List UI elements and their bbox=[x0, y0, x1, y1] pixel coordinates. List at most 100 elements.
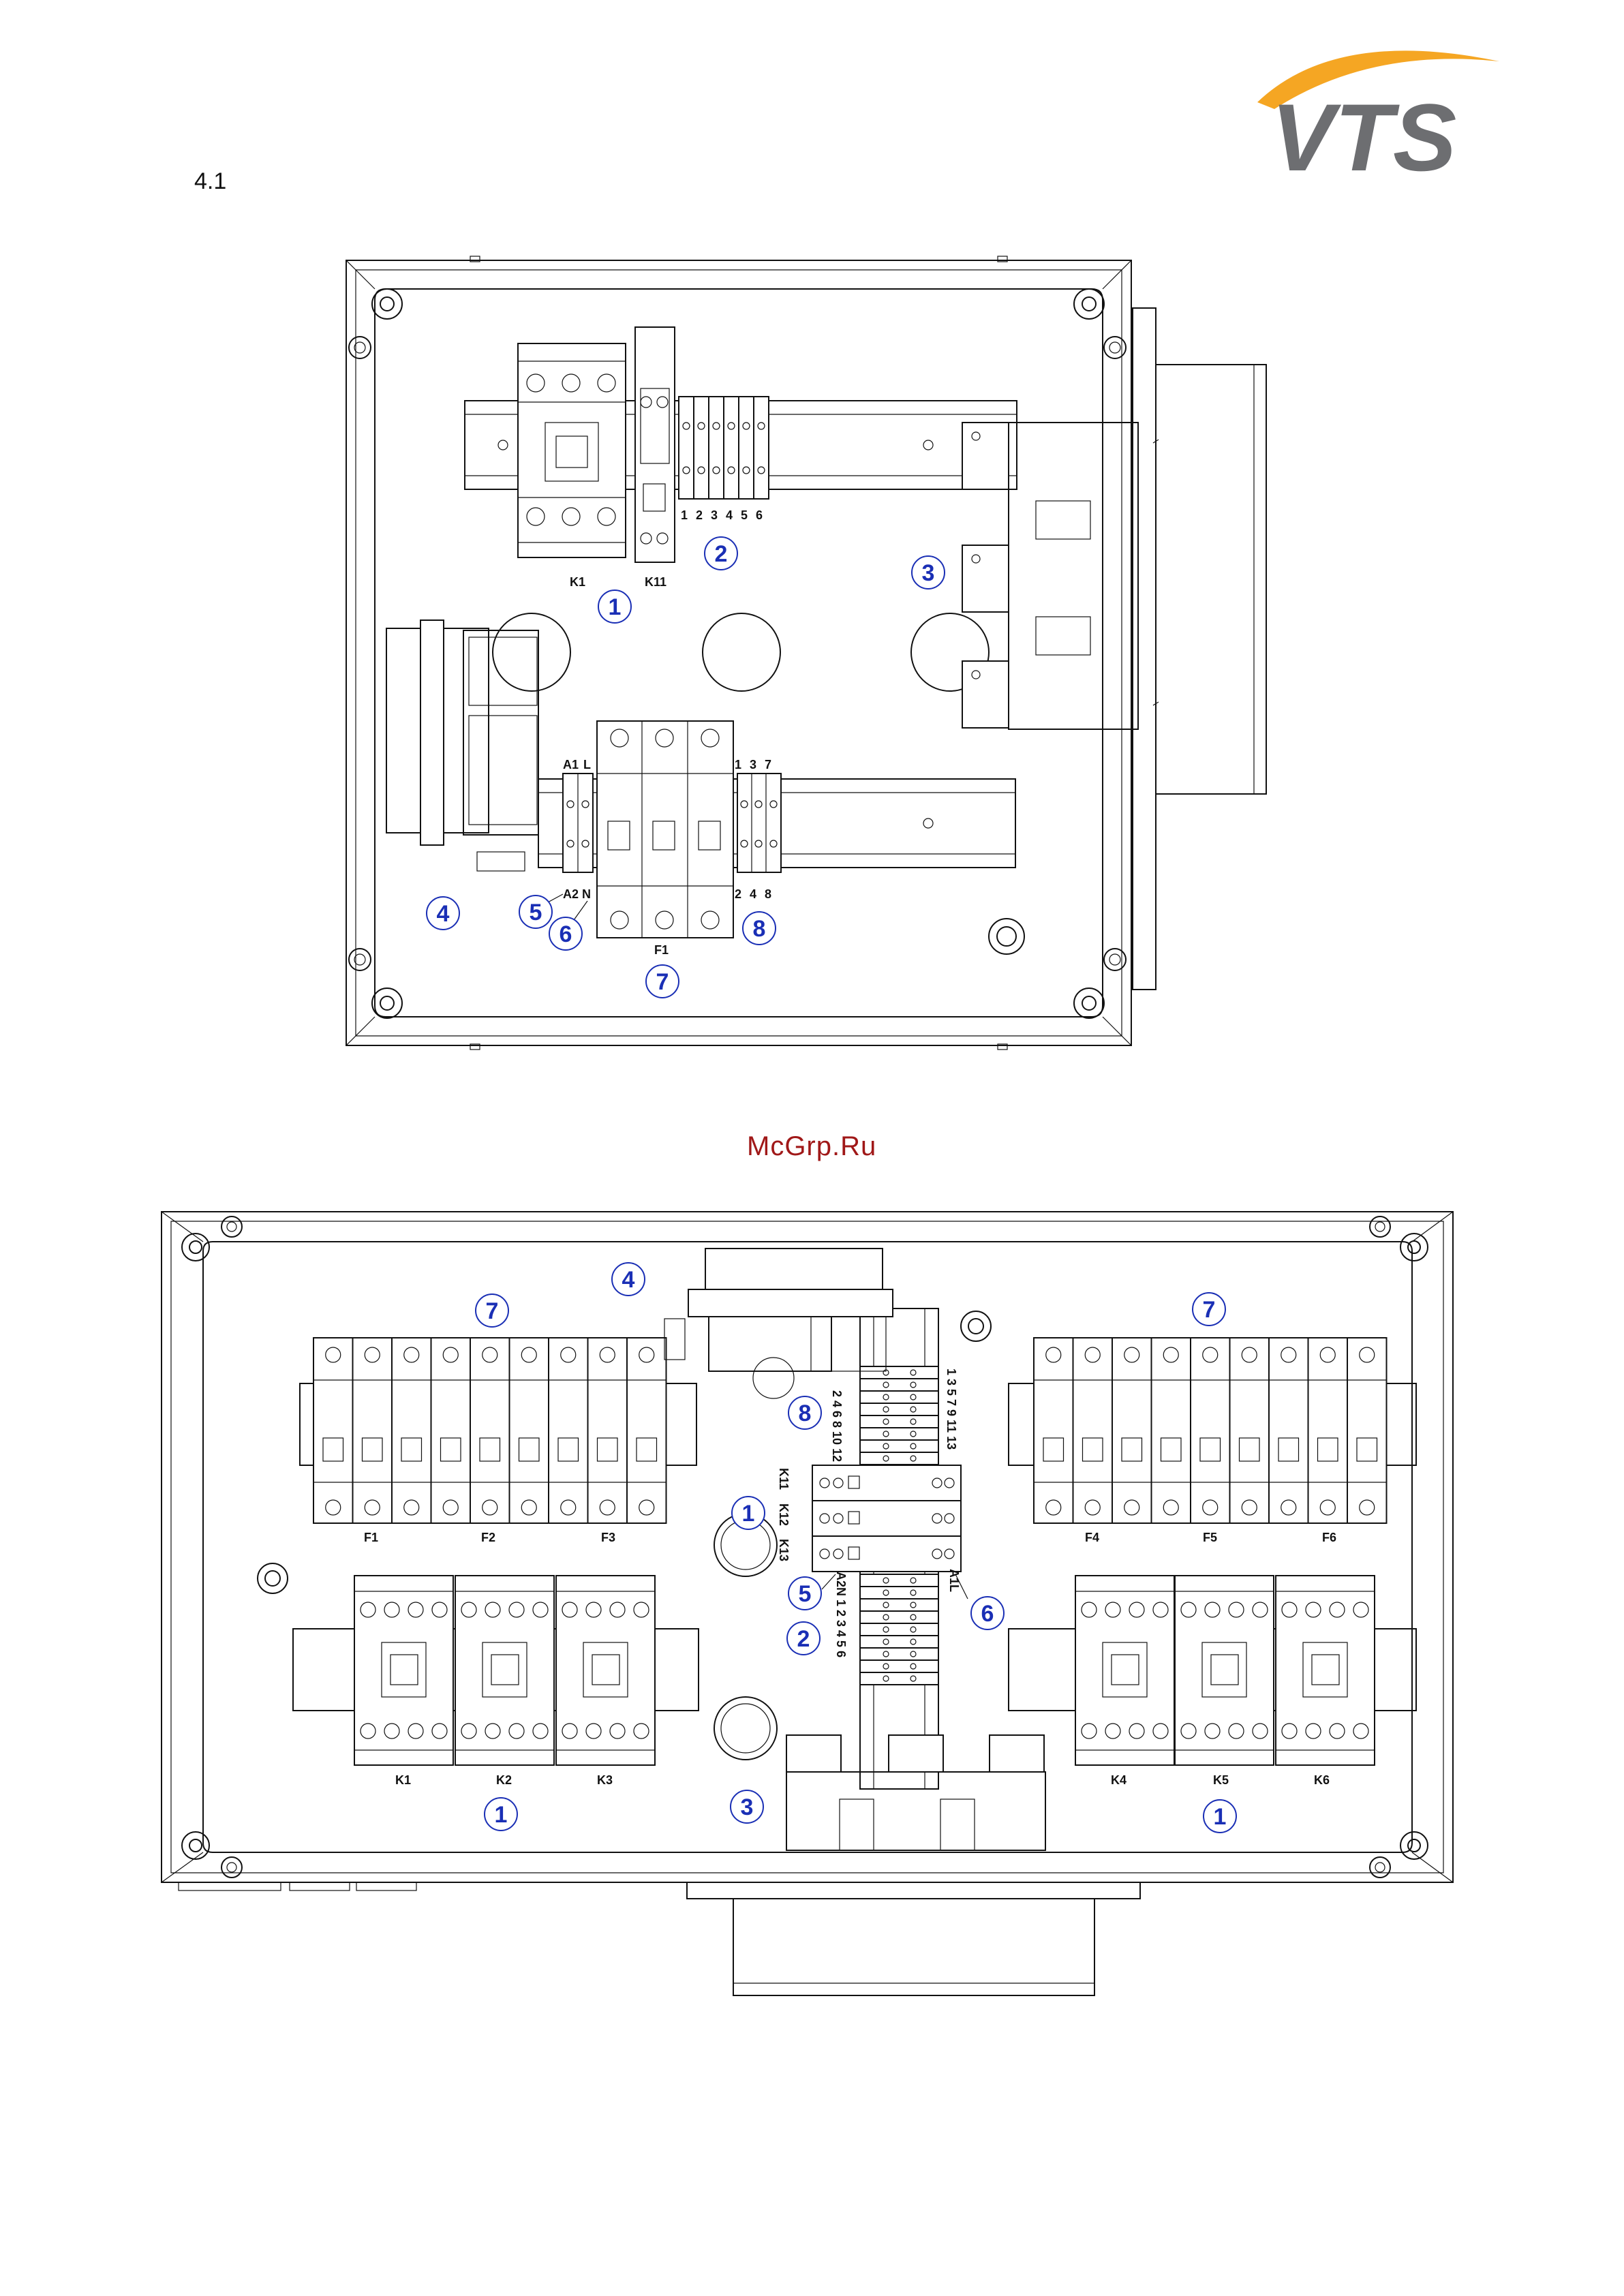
breaker-pole bbox=[1230, 1338, 1270, 1523]
corner-screw-icon bbox=[1074, 988, 1104, 1018]
side-mount-plate bbox=[1133, 308, 1266, 990]
breaker-pole bbox=[1073, 1338, 1113, 1523]
nut-icon bbox=[349, 337, 371, 358]
breaker-pole bbox=[627, 1338, 667, 1523]
relay-label-k11: K11 bbox=[777, 1468, 791, 1490]
vts-logo: VTS bbox=[1257, 50, 1499, 191]
terminal-number: 2 bbox=[696, 508, 703, 522]
contactor-k1 bbox=[518, 343, 626, 557]
terminal-number: 5 bbox=[741, 508, 748, 522]
cable-gland-hole bbox=[703, 613, 780, 691]
relay-label-k13: K13 bbox=[777, 1539, 791, 1561]
terminal-number: 1 bbox=[681, 508, 688, 522]
contactor bbox=[1075, 1576, 1174, 1765]
label-a1: A1 bbox=[563, 758, 579, 771]
callout-number: 5 bbox=[799, 1581, 812, 1607]
nut-icon bbox=[1370, 1857, 1390, 1878]
terminal-slot bbox=[860, 1452, 938, 1465]
cable-gland-hole bbox=[493, 613, 570, 691]
label-k11: K11 bbox=[645, 575, 667, 589]
callout-marker: 8 bbox=[788, 1396, 821, 1429]
breaker-pole bbox=[313, 1338, 353, 1523]
terminal-slot bbox=[754, 397, 769, 499]
callout-marker: 7 bbox=[1193, 1293, 1225, 1326]
terminal-slot bbox=[709, 397, 724, 499]
gland-nut-icon bbox=[961, 1311, 991, 1341]
callout-number: 8 bbox=[799, 1400, 812, 1426]
relays-k11-k13 bbox=[812, 1465, 961, 1572]
terminal-slot bbox=[860, 1428, 938, 1440]
contactor-label: K1 bbox=[395, 1773, 411, 1787]
corner-screw-icon bbox=[182, 1832, 209, 1859]
main-switch bbox=[386, 620, 538, 871]
terminal-slot bbox=[860, 1415, 938, 1428]
breaker-label: F5 bbox=[1203, 1531, 1217, 1544]
callout-marker: 3 bbox=[731, 1790, 763, 1823]
contactor-label: K6 bbox=[1314, 1773, 1330, 1787]
terminal-number: 6 bbox=[756, 508, 763, 522]
terminal-f1-block bbox=[737, 774, 781, 872]
breaker-pole bbox=[392, 1338, 431, 1523]
terminal-slot bbox=[679, 397, 694, 499]
breaker-pole bbox=[549, 1338, 588, 1523]
terminal-block-top bbox=[679, 397, 769, 499]
callout-marker: 7 bbox=[476, 1294, 508, 1327]
contactor-label: K3 bbox=[597, 1773, 613, 1787]
callout-marker: 1 bbox=[598, 590, 631, 623]
logo-text: VTS bbox=[1271, 84, 1456, 191]
breaker-pole bbox=[1308, 1338, 1348, 1523]
callout-number: 3 bbox=[922, 560, 935, 586]
breaker-pole bbox=[1152, 1338, 1191, 1523]
breaker-pole bbox=[353, 1338, 393, 1523]
terminal-number: 3 bbox=[711, 508, 718, 522]
contactor-label: K2 bbox=[496, 1773, 512, 1787]
callout-marker: 5 bbox=[519, 896, 552, 928]
corner-screw-icon bbox=[372, 988, 402, 1018]
terminal-odd-labels: 1 3 5 7 9 11 13 bbox=[945, 1368, 958, 1450]
label-a2: A2 bbox=[563, 887, 579, 901]
terminal-slot bbox=[739, 397, 754, 499]
terminal-slot bbox=[860, 1623, 938, 1636]
cable-gland-hole bbox=[714, 1697, 777, 1760]
terminal-slot bbox=[860, 1660, 938, 1672]
breaker-pole bbox=[588, 1338, 628, 1523]
terminal-slot bbox=[860, 1648, 938, 1660]
breaker-pole bbox=[431, 1338, 471, 1523]
label-l: L bbox=[583, 758, 591, 771]
terminal-slot bbox=[860, 1672, 938, 1685]
callout-marker: 5 bbox=[788, 1577, 821, 1610]
callout-number: 8 bbox=[753, 916, 766, 942]
main-switch-top bbox=[664, 1249, 893, 1398]
corner-screw-icon bbox=[1400, 1234, 1428, 1261]
contactor bbox=[556, 1576, 655, 1765]
terminal-a2n-labels: A2N 1 2 3 4 5 6 bbox=[834, 1572, 848, 1657]
terminal-slot bbox=[694, 397, 709, 499]
nut-icon bbox=[221, 1216, 242, 1237]
callout-number: 6 bbox=[981, 1601, 994, 1627]
f1-bottom-terminal-number: 4 bbox=[750, 887, 756, 901]
terminal-number: 4 bbox=[726, 508, 733, 522]
nut-icon bbox=[1104, 949, 1126, 970]
callout-number: 1 bbox=[495, 1802, 508, 1828]
breaker-label: F1 bbox=[364, 1531, 378, 1544]
callout-marker: 4 bbox=[612, 1263, 645, 1296]
f1-top-terminal-number: 7 bbox=[765, 758, 771, 771]
terminal-slot bbox=[860, 1391, 938, 1403]
gland-nut-icon bbox=[989, 919, 1024, 954]
corner-screw-icon bbox=[182, 1234, 209, 1261]
contactor-label: K5 bbox=[1213, 1773, 1229, 1787]
terminal-slot bbox=[860, 1440, 938, 1452]
pipe-clamp-bottom bbox=[786, 1735, 1045, 1850]
diagram-2-enclosure: F1F2F3F4F5F6K1K2K3K4K5K6 2 4 6 8 10 12 1… bbox=[162, 1212, 1453, 1995]
breaker-pole bbox=[1112, 1338, 1152, 1523]
callout-marker: 7 bbox=[646, 965, 679, 998]
contactor bbox=[1276, 1576, 1375, 1765]
callout-marker: 4 bbox=[427, 897, 459, 930]
f1-bottom-terminal-number: 2 bbox=[735, 887, 741, 901]
nut-icon bbox=[1104, 337, 1126, 358]
nut-icon bbox=[349, 949, 371, 970]
corner-screw-icon bbox=[372, 289, 402, 319]
